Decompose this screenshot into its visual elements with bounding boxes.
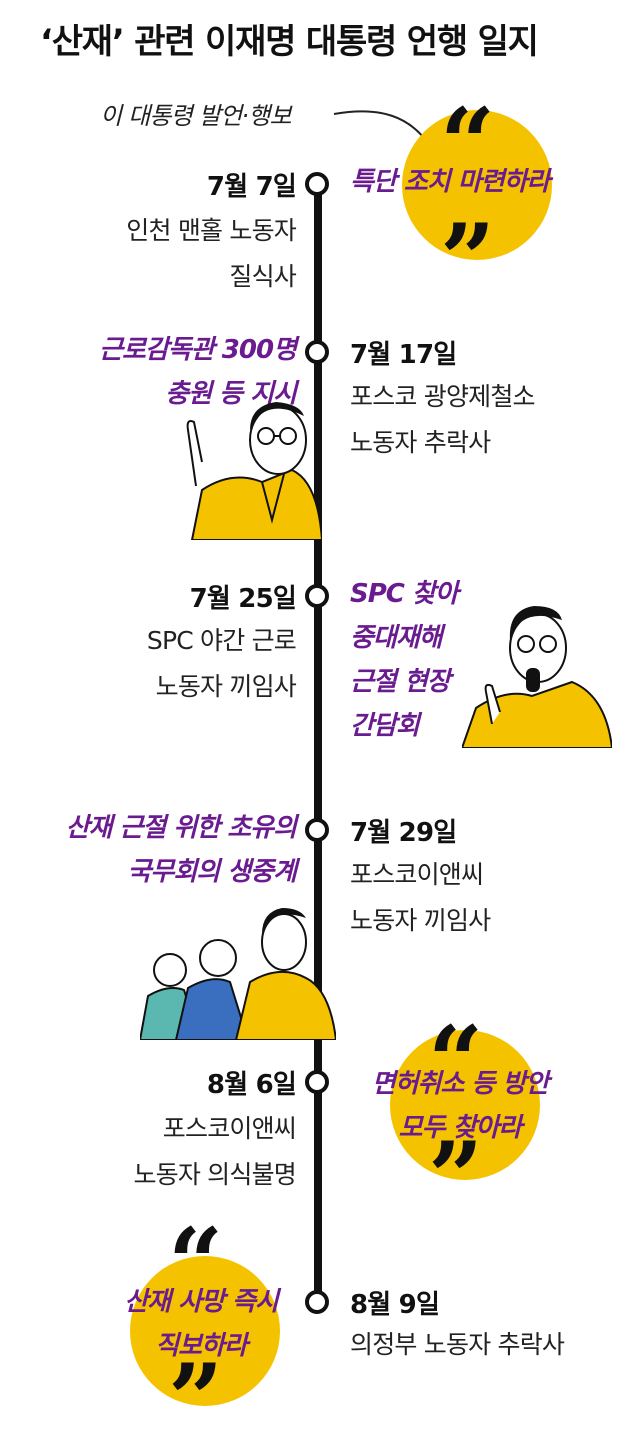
event-response-2: 근로감독관 300명 충원 등 지시 bbox=[99, 335, 297, 409]
open-quote-icon: “ bbox=[440, 87, 496, 200]
event-date-3: 7월 25일 bbox=[189, 584, 297, 614]
president-microphone-illustration bbox=[462, 606, 612, 748]
event-date-5: 8월 6일 bbox=[206, 1070, 297, 1100]
timeline-axis bbox=[314, 176, 322, 1298]
event-date-1: 7월 7일 bbox=[206, 172, 297, 202]
close-quote-icon: ” bbox=[440, 203, 496, 316]
event-date-6: 8월 9일 bbox=[350, 1290, 440, 1320]
quote-bubble-5 bbox=[390, 1030, 540, 1180]
president-pointing-illustration bbox=[186, 402, 322, 540]
event-date-4: 7월 29일 bbox=[350, 818, 457, 848]
page-title: ‘산재’ 관련 이재명 대통령 언행 일지 bbox=[40, 22, 539, 62]
timeline-node-5 bbox=[305, 1070, 329, 1094]
open-quote-icon: “ bbox=[428, 1005, 484, 1118]
timeline-node-4 bbox=[305, 818, 329, 842]
event-response-1: 특단 조치 마련하라 bbox=[350, 167, 550, 197]
event-response-4: 산재 근절 위한 초유의 국무회의 생중계 bbox=[65, 813, 297, 887]
event-description-2: 포스코 광양제철소 노동자 추락사 bbox=[350, 382, 536, 457]
event-response-5: 면허취소 등 방안 모두 찾아라 bbox=[371, 1069, 550, 1143]
event-response-3: SPC 찾아 중대재해 근절 현장 간담회 bbox=[350, 579, 459, 741]
event-date-2: 7월 17일 bbox=[350, 340, 457, 370]
quote-bubble-1 bbox=[402, 110, 552, 260]
event-description-6: 의정부 노동자 추락사 bbox=[350, 1330, 565, 1359]
close-quote-icon: ” bbox=[428, 1121, 484, 1234]
event-description-1: 인천 맨홀 노동자 질식사 bbox=[126, 216, 297, 291]
cabinet-members-illustration bbox=[140, 908, 336, 1040]
event-description-4: 포스코이앤씨 노동자 끼임사 bbox=[350, 860, 491, 935]
event-description-3: SPC 야간 근로 노동자 끼임사 bbox=[146, 626, 297, 701]
quote-bubble-6 bbox=[130, 1256, 280, 1406]
timeline-node-3 bbox=[305, 584, 329, 608]
timeline-node-2 bbox=[305, 340, 329, 364]
timeline-node-6 bbox=[305, 1290, 329, 1314]
legend-label: 이 대통령 발언·행보 bbox=[100, 102, 292, 130]
event-description-5: 포스코이앤씨 노동자 의식불명 bbox=[133, 1114, 296, 1189]
open-quote-icon: “ bbox=[168, 1207, 224, 1320]
timeline-node-1 bbox=[305, 172, 329, 196]
event-response-6: 산재 사망 즉시 직보하라 bbox=[124, 1287, 279, 1361]
